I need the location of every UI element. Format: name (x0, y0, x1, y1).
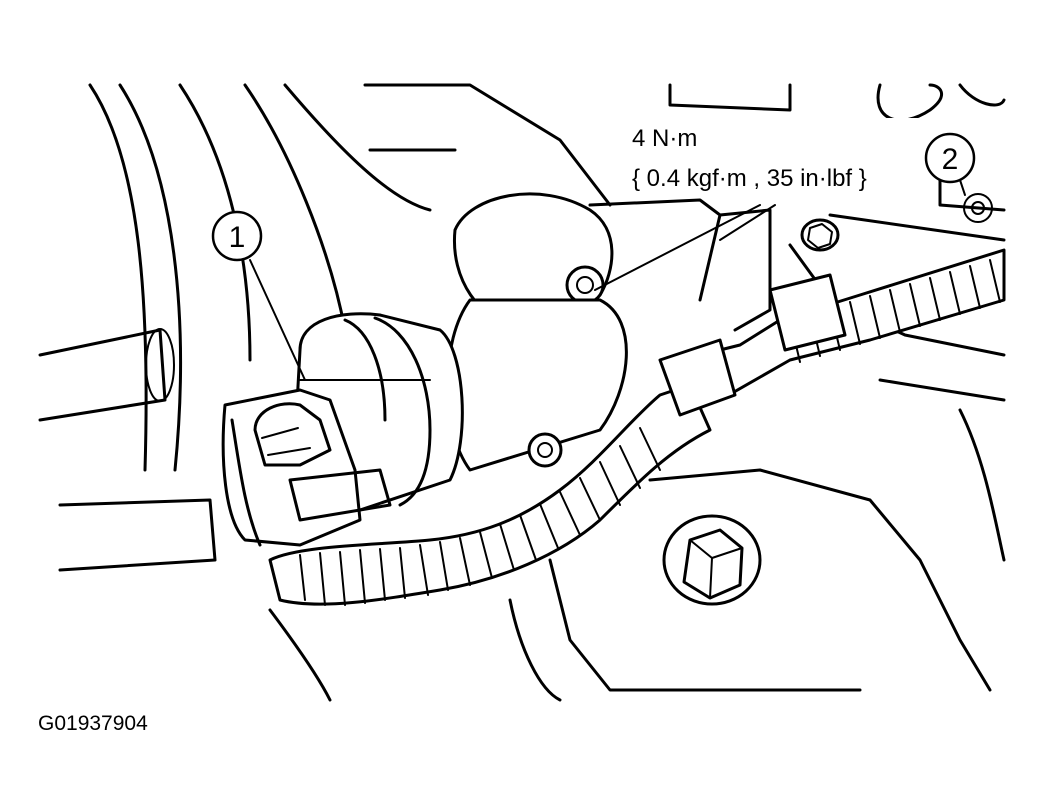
callout-1-label: 1 (229, 221, 246, 254)
sensor-bracket (446, 192, 772, 472)
callout-2-label: 2 (942, 143, 959, 176)
wiring-harness (268, 248, 1006, 606)
small-bolt (800, 218, 840, 252)
torque-spec-background (628, 118, 923, 198)
leader-lines (249, 179, 966, 381)
hex-bolt (662, 514, 762, 606)
callout-2: 2 (924, 132, 976, 184)
callout-2-circle (924, 132, 976, 184)
torque-spec-line2: { 0.4 kgf·m , 35 in·lbf } (632, 165, 867, 192)
engine-housing-outline (38, 83, 1006, 702)
callout-1-circle (211, 210, 263, 262)
torque-spec-line1: 4 N·m (632, 125, 697, 152)
figure-id: G01937904 (38, 712, 148, 735)
callout-1: 1 (211, 210, 263, 262)
sensor-connector (221, 388, 392, 547)
